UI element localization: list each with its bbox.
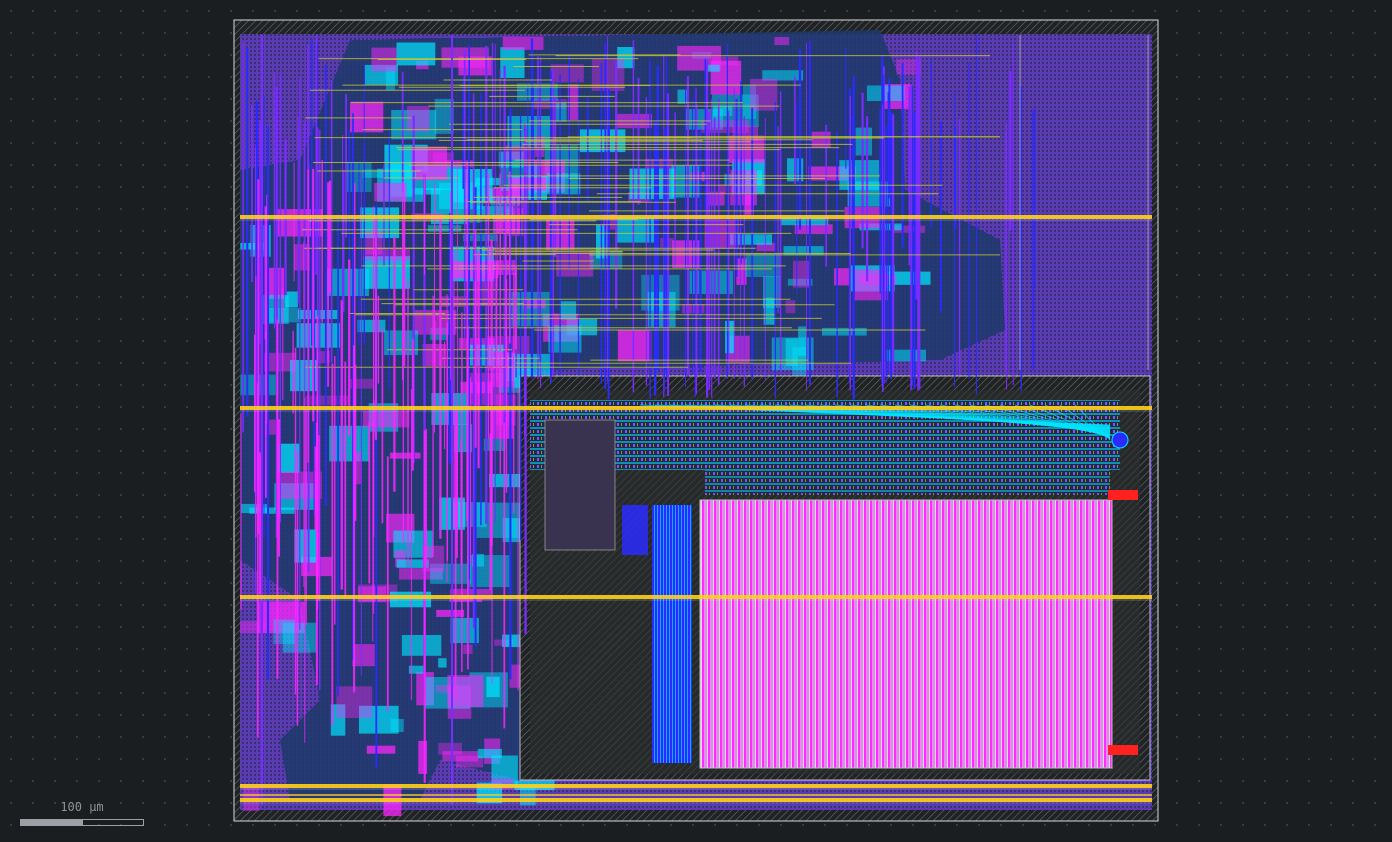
pin-marker [1108,745,1138,755]
sram-decoder [652,505,692,763]
routing-wires [240,35,1149,805]
scale-bar: 100 μm [20,800,144,830]
power-straps [240,215,1152,804]
scale-bar-track [20,819,144,826]
scale-bar-label: 100 μm [60,800,104,814]
pin-marker [1108,490,1138,500]
sram-array [699,499,1113,769]
scale-bar-fill [21,820,83,825]
sram-macro [519,375,1151,781]
sram-control [544,419,616,551]
